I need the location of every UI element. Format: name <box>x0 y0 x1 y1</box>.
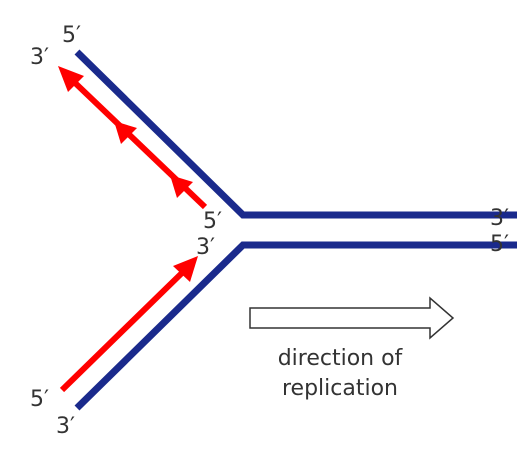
template-strand-bottom <box>74 241 517 411</box>
direction-arrow <box>249 296 455 340</box>
caption-line-2: replication <box>282 376 398 401</box>
label-top-left-5: 5′ <box>62 23 81 48</box>
label-right-bottom-5: 5′ <box>490 232 509 257</box>
okazaki-arrow-1 <box>114 121 137 144</box>
leading-strand-arrowhead <box>173 256 198 282</box>
label-top-left-3: 3′ <box>30 45 49 70</box>
okazaki-arrow-2 <box>170 175 193 198</box>
leading-strand <box>59 267 188 393</box>
label-fork-inner-5: 5′ <box>203 209 222 234</box>
label-fork-inner-3: 3′ <box>196 235 215 260</box>
label-bottom-left-3: 3′ <box>56 414 75 439</box>
label-right-top-3: 3′ <box>490 206 509 231</box>
label-bottom-left-5: 5′ <box>30 387 49 412</box>
lagging-strand-arrowhead <box>58 66 84 92</box>
caption-line-1: direction of <box>278 346 404 371</box>
template-strand-top <box>74 49 517 219</box>
